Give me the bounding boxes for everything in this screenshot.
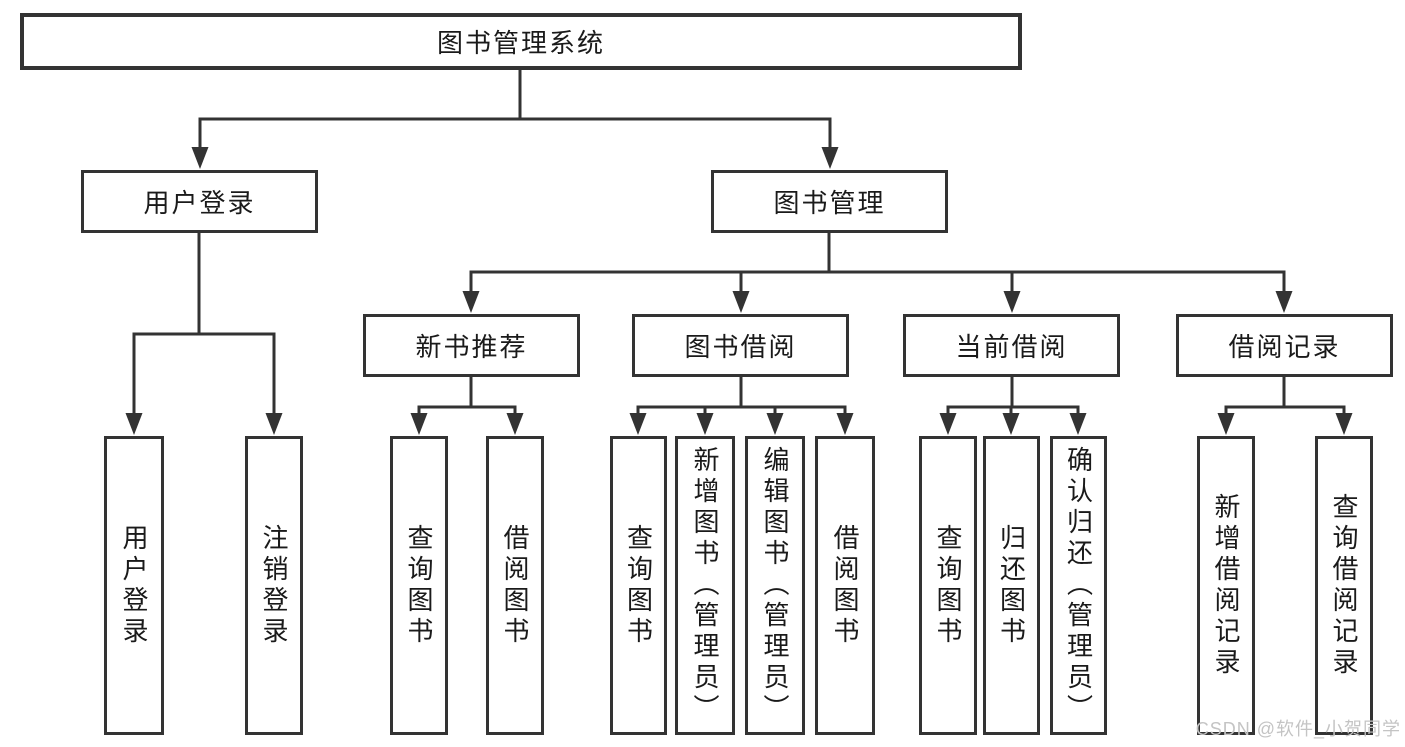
- leaf-user-login: 用户登录: [104, 436, 164, 735]
- leaf-return-books: 归还图书: [983, 436, 1040, 735]
- node-label: 借阅记录: [1228, 332, 1341, 362]
- node-user-login: 用户登录: [81, 170, 318, 233]
- leaf-label: 注销登录: [259, 523, 289, 648]
- arrowheads: [125, 147, 1353, 435]
- leaf-label: 借阅图书: [500, 523, 530, 648]
- leaf-label: 用户登录: [119, 523, 149, 648]
- csdn-watermark: CSDN @软件_小贺同学: [1195, 719, 1401, 739]
- node-label: 新书推荐: [415, 332, 528, 362]
- leaf-label: 查询借阅记录: [1329, 492, 1359, 679]
- leaf-add-borrow-record: 新增借阅记录: [1197, 436, 1255, 735]
- leaf-add-books-admin: 新增图书（管理员）: [675, 436, 735, 735]
- leaf-search-books-borrow: 查询图书: [610, 436, 667, 735]
- leaf-confirm-return-admin: 确认归还（管理员）: [1050, 436, 1107, 735]
- leaf-search-books-recommend: 查询图书: [390, 436, 448, 735]
- node-label: 图书管理系统: [436, 28, 605, 58]
- leaf-label: 新增图书（管理员）: [690, 446, 720, 725]
- leaf-label: 新增借阅记录: [1211, 492, 1241, 679]
- leaf-logout: 注销登录: [245, 436, 303, 735]
- node-book-management: 图书管理: [711, 170, 948, 233]
- node-library-management-system: 图书管理系统: [20, 13, 1022, 70]
- node-label: 图书管理: [773, 188, 886, 218]
- leaf-label: 确认归还（管理员）: [1063, 446, 1094, 725]
- leaf-borrow-books-recommend: 借阅图书: [486, 436, 544, 735]
- leaf-label: 编辑图书（管理员）: [760, 446, 790, 725]
- leaf-label: 查询图书: [933, 523, 963, 648]
- node-label: 图书借阅: [684, 332, 797, 362]
- node-label: 用户登录: [143, 188, 256, 218]
- node-book-borrowing: 图书借阅: [632, 314, 849, 377]
- leaf-search-borrow-record: 查询借阅记录: [1315, 436, 1373, 735]
- leaf-search-books-current: 查询图书: [919, 436, 977, 735]
- node-current-borrowing: 当前借阅: [903, 314, 1120, 377]
- leaf-borrow-books: 借阅图书: [815, 436, 875, 735]
- leaf-label: 借阅图书: [830, 523, 860, 648]
- leaf-label: 查询图书: [623, 523, 654, 648]
- node-new-book-recommend: 新书推荐: [363, 314, 580, 377]
- leaf-label: 查询图书: [404, 523, 434, 648]
- leaf-label: 归还图书: [996, 523, 1027, 648]
- leaf-edit-books-admin: 编辑图书（管理员）: [745, 436, 805, 735]
- node-label: 当前借阅: [955, 332, 1068, 362]
- node-borrowing-records: 借阅记录: [1176, 314, 1393, 377]
